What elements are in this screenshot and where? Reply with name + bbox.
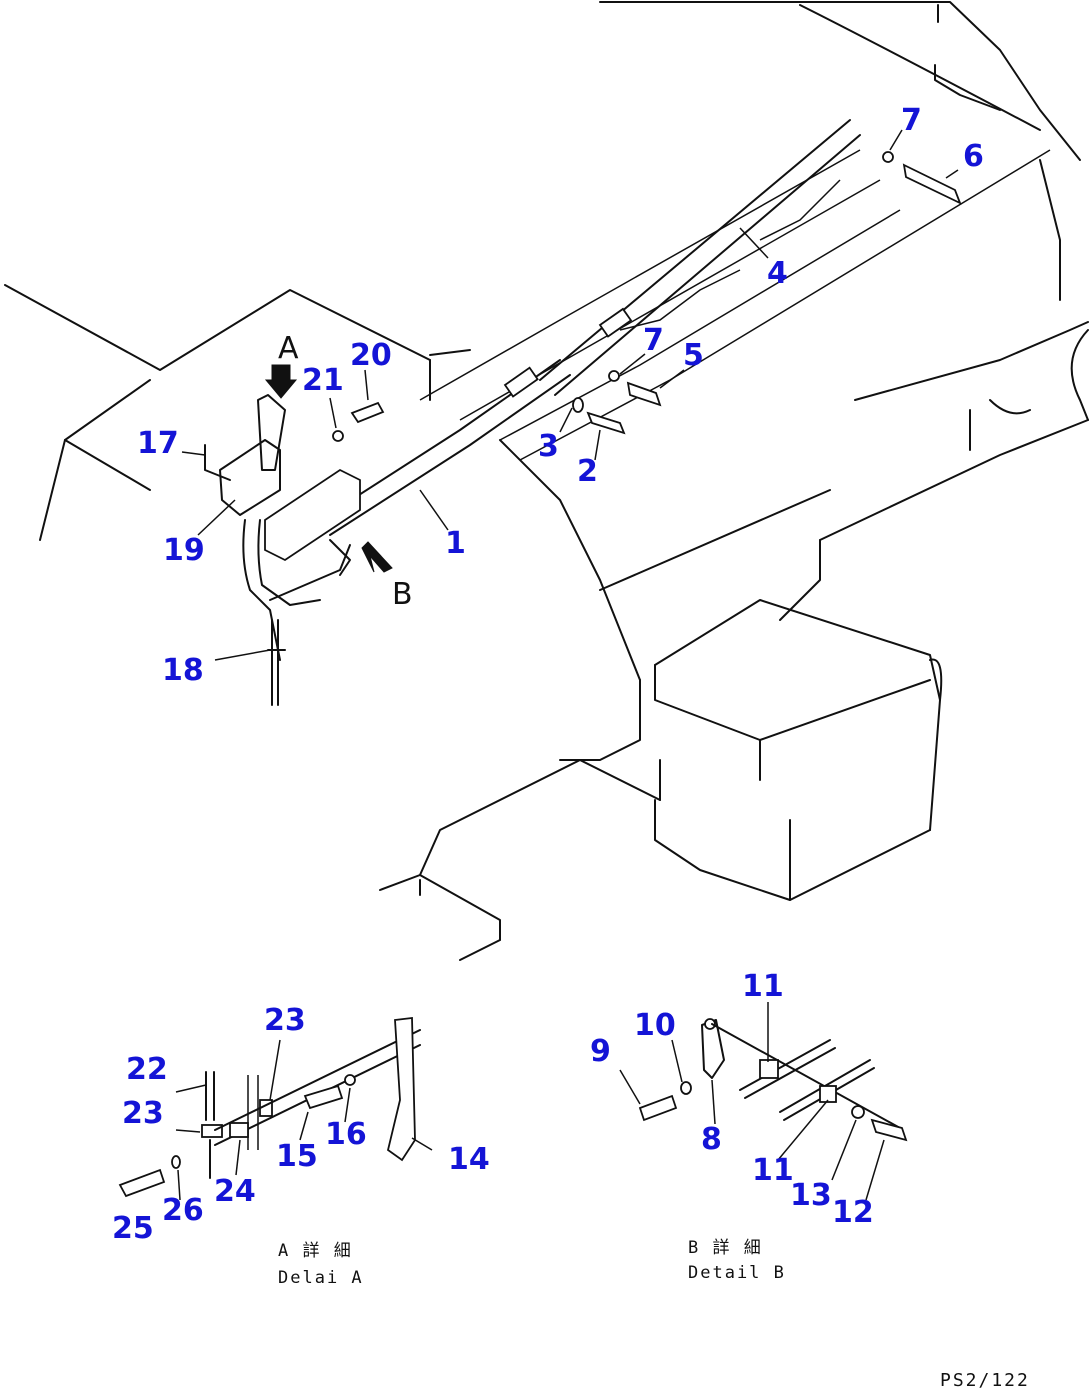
callout-22: 22 <box>126 1052 168 1087</box>
view-arrow-a: A <box>264 331 299 399</box>
detail-b-caption-en: Detail B <box>688 1263 786 1283</box>
callout-6: 6 <box>963 139 984 174</box>
callout-25: 25 <box>112 1211 154 1246</box>
callout-23-top: 23 <box>264 1003 306 1038</box>
callout-4: 4 <box>767 256 788 291</box>
callout-3: 3 <box>538 429 559 464</box>
leader-lines <box>181 129 959 661</box>
detail-a-caption-jp: A 詳 細 <box>278 1241 353 1261</box>
callout-5: 5 <box>683 338 704 373</box>
callout-17: 17 <box>137 426 179 461</box>
view-letter-a: A <box>278 331 299 366</box>
callout-11-top: 11 <box>742 969 784 1004</box>
callout-13: 13 <box>790 1178 832 1213</box>
callout-18: 18 <box>162 653 204 688</box>
callout-11: 11 <box>752 1153 794 1188</box>
callout-26: 26 <box>162 1193 204 1228</box>
callout-1: 1 <box>445 526 466 561</box>
callout-2: 2 <box>577 454 598 489</box>
callout-19: 19 <box>163 533 205 568</box>
page-reference: PS2/122 <box>940 1370 1030 1391</box>
callout-10: 10 <box>634 1008 676 1043</box>
detail-b-caption: B 詳 細 Detail B <box>688 1238 786 1283</box>
detail-a-parts <box>118 1016 433 1201</box>
callout-9: 9 <box>590 1034 611 1069</box>
detail-b-caption-jp: B 詳 細 <box>688 1238 763 1258</box>
control-rod-assembly <box>204 119 962 706</box>
callout-14: 14 <box>448 1142 490 1177</box>
view-arrow-b: B <box>361 541 413 612</box>
callout-23: 23 <box>122 1096 164 1131</box>
callout-20: 20 <box>350 338 392 373</box>
detail-a-caption-en: Delai A <box>278 1268 364 1288</box>
callout-21: 21 <box>302 363 344 398</box>
machine-body-outline <box>4 1 1089 961</box>
detail-b-parts <box>619 1002 908 1201</box>
view-letter-b: B <box>392 577 413 612</box>
callout-12: 12 <box>832 1195 874 1230</box>
callout-7: 7 <box>643 323 664 358</box>
callout-labels: 1 2 3 4 5 6 7 7 8 9 10 11 11 12 13 14 15… <box>112 103 984 1246</box>
callout-7-top: 7 <box>901 103 922 138</box>
callout-16: 16 <box>325 1117 367 1152</box>
detail-a-caption: A 詳 細 Delai A <box>278 1241 364 1288</box>
callout-24: 24 <box>214 1174 256 1209</box>
callout-15: 15 <box>276 1139 318 1174</box>
callout-8: 8 <box>701 1122 722 1157</box>
